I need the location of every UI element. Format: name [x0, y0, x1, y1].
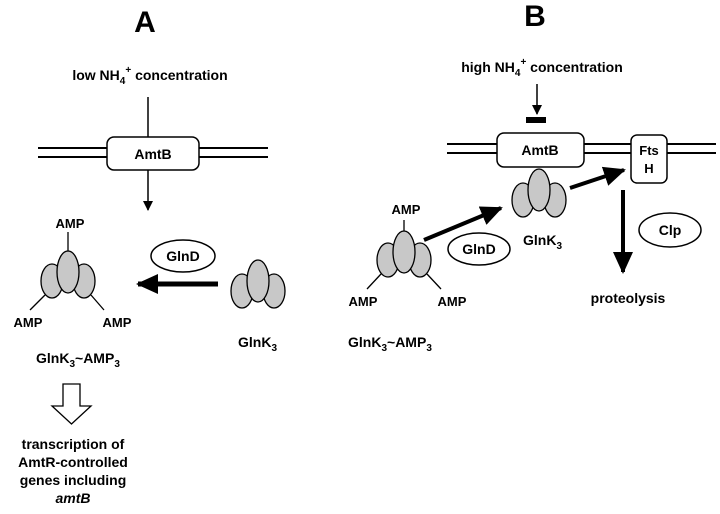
panel-b-ftsh-label2: H [644, 161, 653, 176]
panel-b-letter: B [524, 0, 546, 33]
panel-b-ftsh-box [630, 134, 668, 184]
panel-a-amp-right: AMP [103, 315, 132, 330]
panel-b-amtb-label: AmtB [521, 142, 558, 158]
panel-b-membrane [447, 143, 716, 154]
panel-b-glnd-label: GlnD [462, 241, 495, 257]
panel-a-glnd-label: GlnD [166, 248, 199, 264]
panel-a-letter: A [134, 6, 156, 39]
panel-b-amtb-box [496, 132, 585, 168]
panel-a-amtb-label: AmtB [134, 146, 171, 162]
panel-a-outcome-line2: AmtR-controlled [18, 454, 128, 470]
panel-a-amtb-box [106, 136, 200, 171]
panel-b-amp-left: AMP [349, 294, 378, 309]
panel-b-product-label: GlnK3~AMP3 [348, 334, 432, 354]
panel-a-hollow-arrow [50, 383, 93, 425]
panel-b-clp-ellipse [638, 212, 702, 248]
panel-b-deamp-arrow [423, 206, 503, 242]
panel-b-clp-label: Clp [659, 222, 682, 238]
panel-a-glnk3-label: GlnK3 [238, 334, 277, 354]
panel-a-glnk3-trimer [230, 259, 286, 309]
panel-b-glnd-ellipse [447, 232, 511, 266]
panel-a-amp-left: AMP [14, 315, 43, 330]
panel-b-block-bar [526, 117, 546, 123]
panel-b-glnk3-trimer [511, 168, 567, 218]
panel-b-glnk3-label: GlnK3 [523, 232, 562, 252]
panel-a-product-label: GlnK3~AMP3 [36, 350, 120, 370]
panel-a-outcome-line4: amtB [55, 490, 90, 506]
panel-b-condition: high NH4+ concentration [461, 57, 623, 79]
panel-b-to-ftsh-arrow [569, 166, 626, 190]
panel-a-outcome-line1: transcription of [22, 436, 125, 452]
panel-b-proteolysis-label: proteolysis [591, 290, 666, 306]
panel-a-membrane [38, 147, 268, 158]
panel-a-condition: low NH4+ concentration [72, 65, 227, 87]
panel-b-ftsh-label1: Fts [639, 143, 659, 158]
panel-b-amp-right: AMP [438, 294, 467, 309]
panel-b-glnk3-amp-trimer [366, 220, 442, 290]
panel-a-outcome-line3: genes including [20, 472, 127, 488]
panel-a-glnd-ellipse [150, 239, 216, 273]
panel-b-amp-top: AMP [392, 202, 421, 217]
panel-a-glnk3-amp-trimer [29, 232, 105, 311]
panel-a-amp-top: AMP [56, 216, 85, 231]
